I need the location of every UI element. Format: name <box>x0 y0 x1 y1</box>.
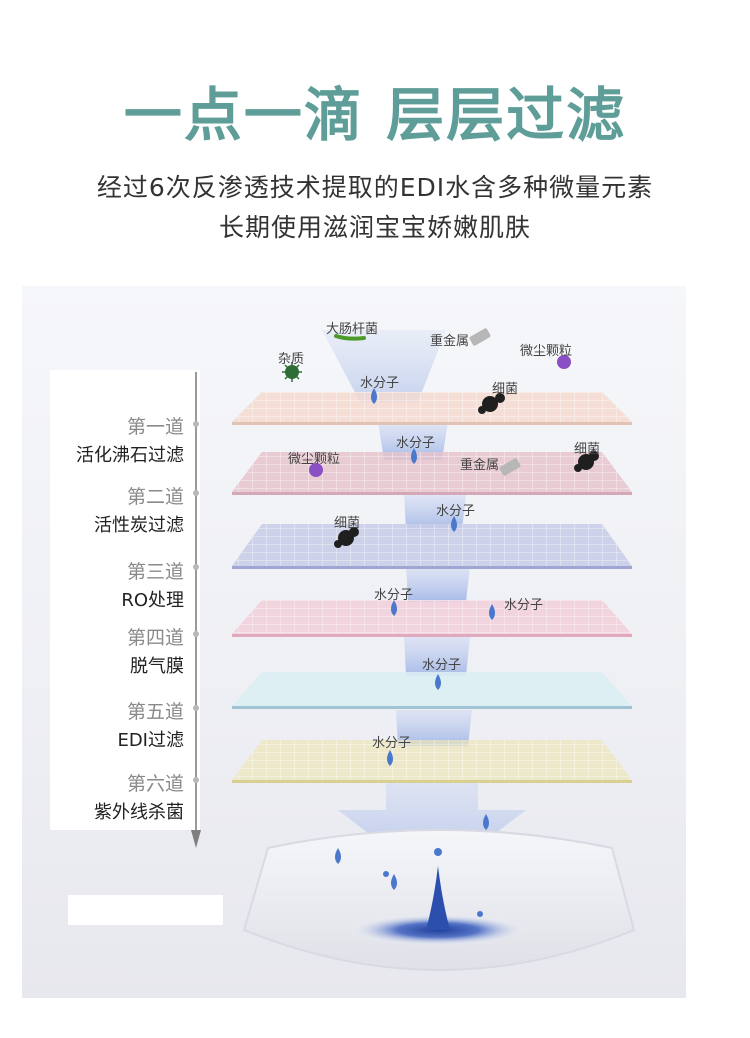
water-drop-icon <box>489 604 495 620</box>
filter-layer-5 <box>232 672 632 709</box>
label-dust-2: 微尘颗粒 <box>288 452 341 467</box>
bacteria-icon <box>478 393 505 414</box>
label-water-7: 水分子 <box>372 736 412 751</box>
dust-icon-2 <box>309 463 323 477</box>
subtitle-line-1: 经过6次反渗透技术提取的EDI水含多种微量元素 <box>96 173 654 202</box>
water-drop-icon <box>451 516 457 532</box>
label-water-6: 水分子 <box>422 658 462 673</box>
water-drop-icon <box>335 848 341 864</box>
label-heavy-metal-2: 重金属 <box>460 458 500 473</box>
water-drop-icon <box>391 874 397 890</box>
beam-top <box>322 330 446 402</box>
label-heavy-metal: 重金属 <box>430 334 470 349</box>
heavy-metal-icon <box>469 328 491 346</box>
filter-layer-4 <box>232 600 632 637</box>
step-3-name: RO处理 <box>121 590 184 611</box>
steps-background <box>50 370 200 830</box>
filter-layer-3 <box>232 524 632 569</box>
heavy-metal-icon-2 <box>499 458 521 476</box>
label-dust: 微尘颗粒 <box>520 344 573 359</box>
water-drop-icon <box>371 388 377 404</box>
beam-segment-1 <box>378 422 448 460</box>
label-water-4: 水分子 <box>374 588 414 603</box>
label-water-3: 水分子 <box>436 504 476 519</box>
water-drop-icon <box>434 848 442 856</box>
water-drop-icon <box>435 674 441 690</box>
dust-icon <box>557 355 571 369</box>
beam-segment-2 <box>404 494 466 530</box>
water-drop-icon <box>411 448 417 464</box>
beam-segment-3 <box>406 566 470 602</box>
wet-wipe <box>242 829 636 971</box>
step-6-name: 紫外线杀菌 <box>94 802 184 823</box>
water-drop-icon <box>477 911 483 917</box>
label-bacteria-3: 细菌 <box>334 516 361 531</box>
label-bacteria-2: 细菌 <box>574 442 601 457</box>
ecoli-icon <box>334 334 366 341</box>
filter-layer-1 <box>232 392 632 425</box>
beam-segment-4 <box>404 636 470 676</box>
label-bacteria-1: 细菌 <box>492 382 519 397</box>
filter-layer-6 <box>232 740 632 783</box>
impurity-icon <box>282 362 302 382</box>
label-ecoli: 大肠杆菌 <box>326 322 379 337</box>
water-drop-icon <box>387 750 393 766</box>
water-drop-icon <box>483 814 489 830</box>
water-drops <box>335 388 495 917</box>
step-6-number: 第六道 <box>126 773 184 795</box>
label-impurity: 杂质 <box>278 352 305 367</box>
subtitle-line-2: 长期使用滋润宝宝娇嫩肌肤 <box>218 213 531 242</box>
label-water-1: 水分子 <box>360 376 400 391</box>
step-5-number: 第五道 <box>126 701 184 723</box>
step-2-name: 活性炭过滤 <box>94 515 184 536</box>
water-splash <box>426 866 450 930</box>
water-drop-icon <box>391 600 397 616</box>
step-dots <box>193 421 199 783</box>
step-2-number: 第二道 <box>126 486 184 508</box>
process-arrow <box>191 372 201 848</box>
step-5-name: EDI过滤 <box>117 730 184 751</box>
note-background <box>68 895 223 925</box>
bacteria-icon-2 <box>574 451 599 472</box>
filter-layer-2 <box>232 452 632 495</box>
step-3-number: 第三道 <box>126 561 184 583</box>
step-4-number: 第四道 <box>126 627 184 649</box>
label-water-2: 水分子 <box>396 436 436 451</box>
bacteria-icon-3 <box>334 527 359 548</box>
beam-segment-5 <box>396 710 472 746</box>
page-title: 一点一滴 层层过滤 <box>123 81 627 149</box>
label-water-5: 水分子 <box>504 598 544 613</box>
step-1-number: 第一道 <box>126 416 184 438</box>
step-4-name: 脱气膜 <box>130 656 184 677</box>
water-drop-icon <box>383 871 389 877</box>
step-1-name: 活化沸石过滤 <box>76 445 184 466</box>
